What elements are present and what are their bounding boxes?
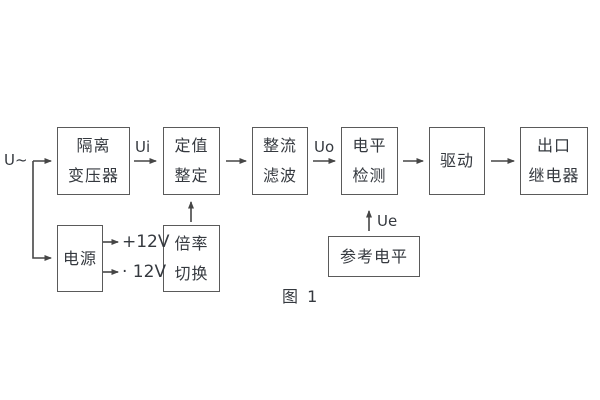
block-label-line: 电源 bbox=[62, 248, 97, 268]
block-label-line: 切换 bbox=[174, 263, 209, 283]
block-label-line: 整流 bbox=[262, 136, 297, 155]
block-label-line: 隔离 bbox=[76, 136, 111, 155]
signal-label-ue: Ue bbox=[377, 212, 398, 230]
block-output-relay: 出口 继电器 bbox=[520, 127, 588, 195]
block-label-line: 继电器 bbox=[528, 166, 580, 185]
block-label-line: 出口 bbox=[536, 136, 571, 155]
power-rail-plus12-label: +12V bbox=[122, 232, 170, 252]
block-label-line: 定值 bbox=[174, 136, 209, 155]
signal-label-uo: Uo bbox=[314, 138, 335, 156]
block-ratio-switching: 倍率 切换 bbox=[163, 225, 220, 292]
block-reference-level: 参考电平 bbox=[328, 236, 420, 277]
input-to-power-arrow bbox=[32, 161, 52, 261]
block-isolation-transformer: 隔离 变压器 bbox=[57, 127, 130, 195]
block-label-line: 电平 bbox=[352, 136, 387, 155]
figure-caption: 图 1 bbox=[282, 287, 320, 306]
power-rail-minus12-label: · 12V bbox=[122, 262, 167, 282]
input-signal-label: U~ bbox=[4, 151, 28, 169]
block-level-detection: 电平 检测 bbox=[341, 127, 398, 195]
block-label-line: 倍率 bbox=[174, 233, 209, 253]
block-label-line: 整定 bbox=[174, 166, 209, 185]
block-power-supply: 电源 bbox=[57, 225, 103, 292]
block-driver: 驱动 bbox=[429, 127, 485, 195]
block-label-line: 变压器 bbox=[67, 166, 119, 185]
block-rectifier-filter: 整流 滤波 bbox=[252, 127, 308, 195]
block-label-line: 参考电平 bbox=[339, 246, 408, 266]
block-value-setting: 定值 整定 bbox=[163, 127, 220, 195]
block-label-line: 滤波 bbox=[262, 166, 297, 185]
signal-label-ui: Ui bbox=[135, 138, 151, 156]
block-label-line: 检测 bbox=[352, 166, 387, 185]
block-label-line: 驱动 bbox=[439, 151, 474, 170]
